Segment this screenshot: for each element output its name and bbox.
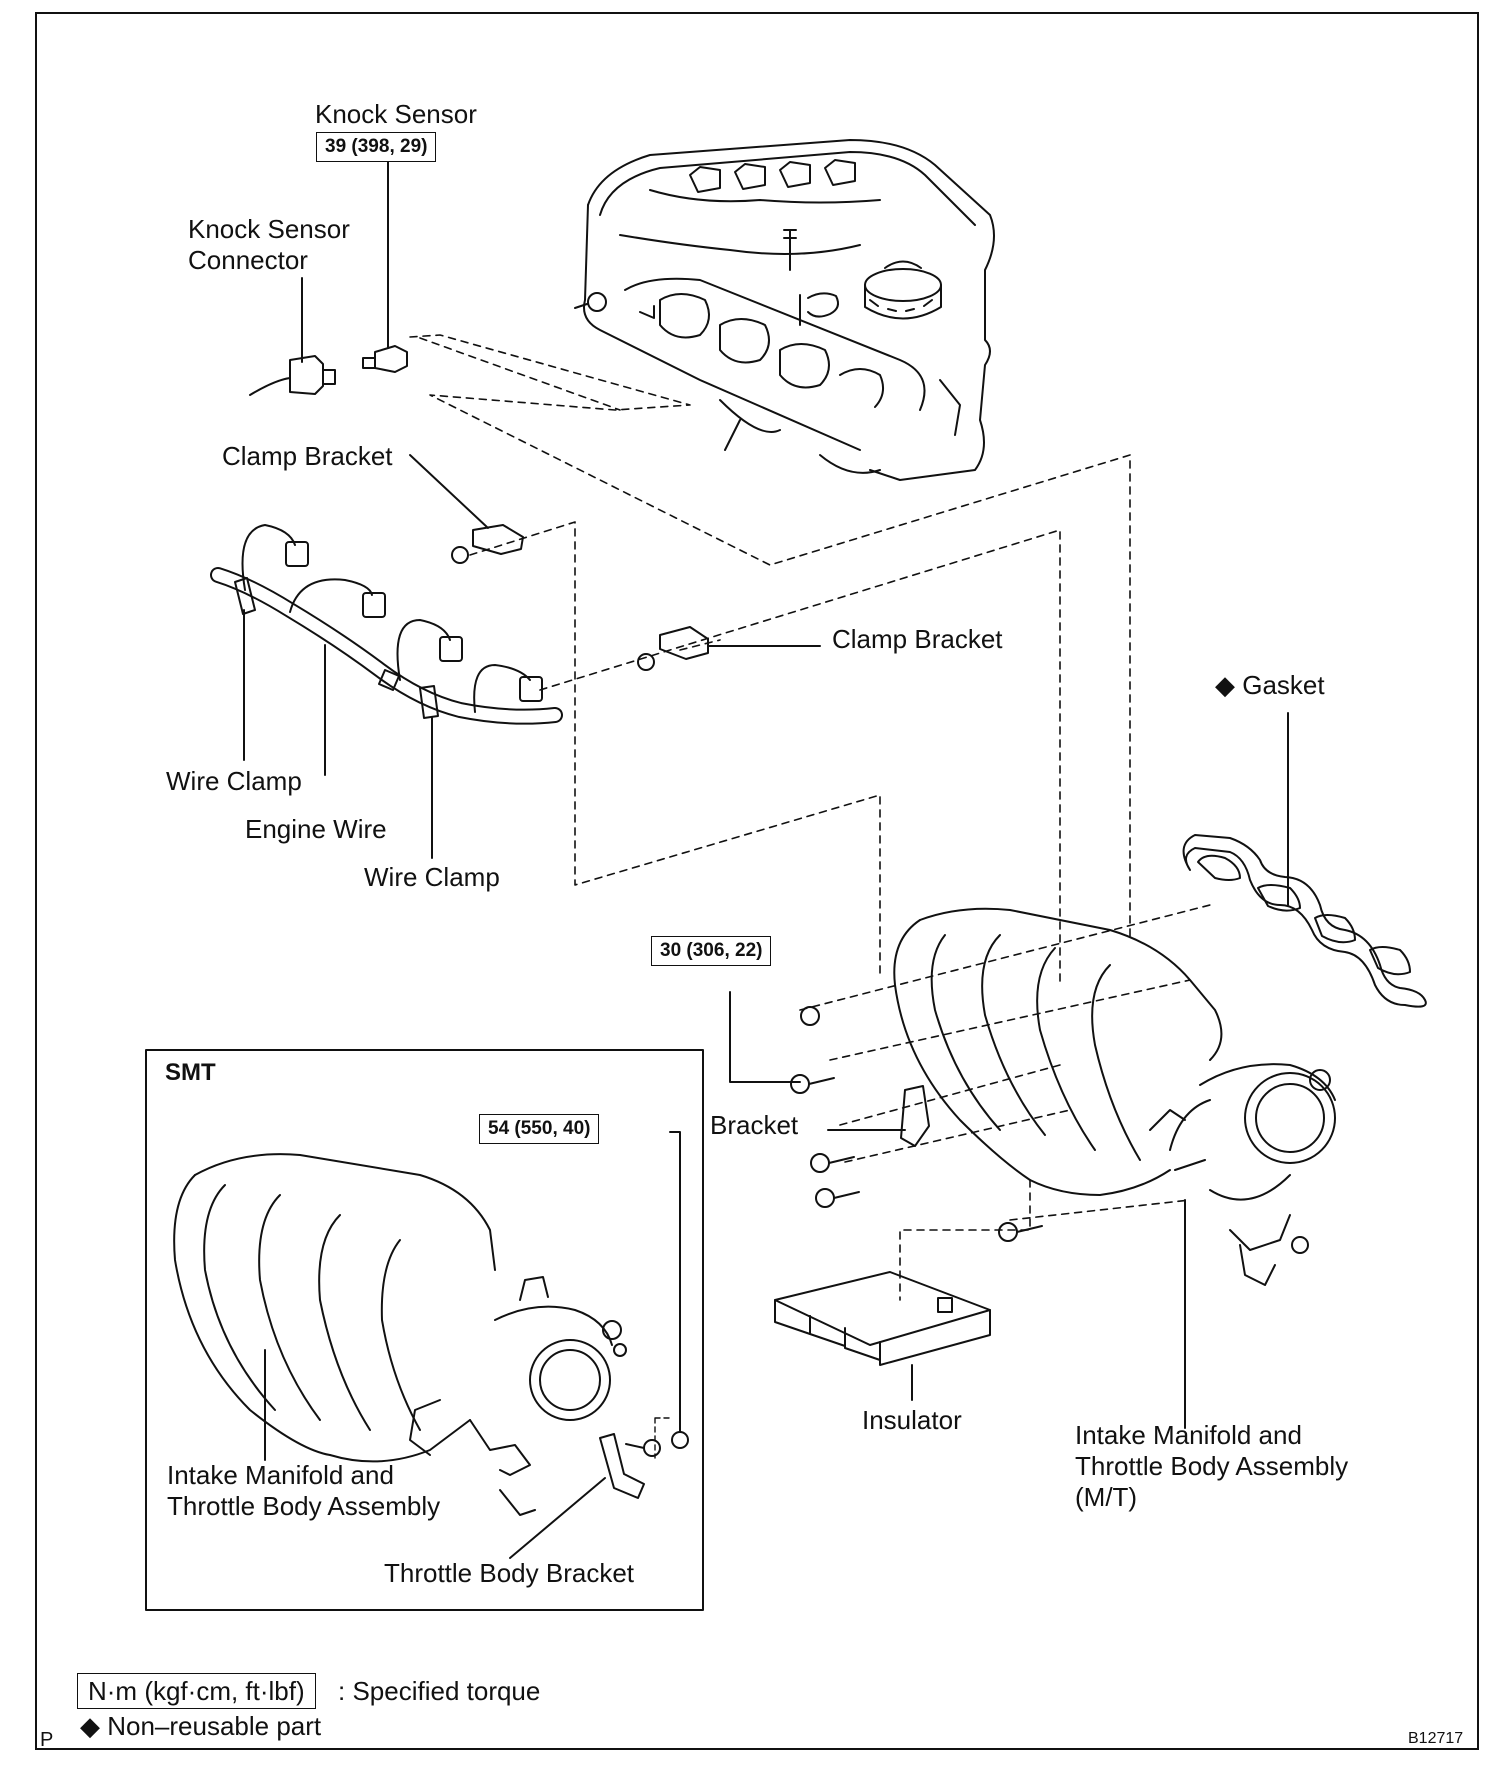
smt-torque-leader [669,1131,681,1419]
insulator-label: Insulator [862,1405,962,1435]
wire-clamp-right-label: Wire Clamp [364,862,500,892]
manifold-torque-box: 30 (306, 22) [651,936,772,966]
clamp-bracket-top-illustration [451,524,524,564]
diagram-frame [35,12,1479,1750]
non-reusable-text: Non–reusable part [107,1711,322,1741]
bracket-label: Bracket [710,1110,799,1140]
smt-assembly-label-line1: Intake Manifold and [167,1460,394,1490]
engine-block-illustration [574,139,995,481]
smt-bracket-leader [509,1477,606,1559]
intake-manifold-smt-illustration [173,1153,645,1516]
gasket-illustration [1182,834,1427,1008]
knock-sensor-torque-box: 39 (398, 29) [316,132,437,162]
assembly-dashed-lines [409,334,1211,1301]
clamp-bracket-top-leader [409,454,489,529]
smt-inset-frame [145,1049,704,1611]
fasteners [790,1006,1043,1242]
gasket-label: ◆ Gasket [1215,670,1325,701]
smt-title: SMT [165,1059,216,1086]
engine-wire-label: Engine Wire [245,814,387,844]
smt-dashed-line [654,1417,671,1459]
smt-assembly-label-line2: Throttle Body Assembly [167,1491,441,1521]
clamp-bracket-top-label: Clamp Bracket [222,441,393,471]
diamond-icon: ◆ [80,1711,100,1741]
mt-assembly-label-line3: (M/T) [1075,1482,1138,1512]
clamp-bracket-mid-label: Clamp Bracket [832,624,1003,654]
manifold-torque-leader [729,991,801,1083]
clamp-bracket-mid-illustration [637,626,709,671]
knock-sensor-label: Knock Sensor [315,99,477,129]
insulator-illustration [774,1271,991,1366]
figure-code: B12717 [1408,1730,1464,1747]
smt-torque-box: 54 (550, 40) [479,1114,600,1144]
corner-mark: P [40,1729,54,1751]
mt-assembly-label-line1: Intake Manifold and [1075,1420,1302,1450]
knock-sensor-connector-label-line1: Knock Sensor [188,214,350,244]
intake-manifold-mt-illustration [893,907,1336,1286]
non-reusable-diamond-icon: ◆ [1215,670,1235,700]
knock-sensor-connector-label-line2: Connector [188,245,308,275]
non-reusable-legend: ◆ Non–reusable part [80,1711,321,1742]
wire-clamp-left-label: Wire Clamp [166,766,302,796]
mt-assembly-label-line2: Throttle Body Assembly [1075,1451,1349,1481]
knock-sensor-illustration [249,345,408,396]
torque-legend-text: : Specified torque [338,1676,541,1706]
smt-bracket-label: Throttle Body Bracket [384,1558,634,1588]
torque-unit-legend-box: N·m (kgf·cm, ft·lbf) [77,1673,316,1709]
engine-wire-harness-illustration [210,524,563,725]
gasket-text: Gasket [1242,670,1325,700]
